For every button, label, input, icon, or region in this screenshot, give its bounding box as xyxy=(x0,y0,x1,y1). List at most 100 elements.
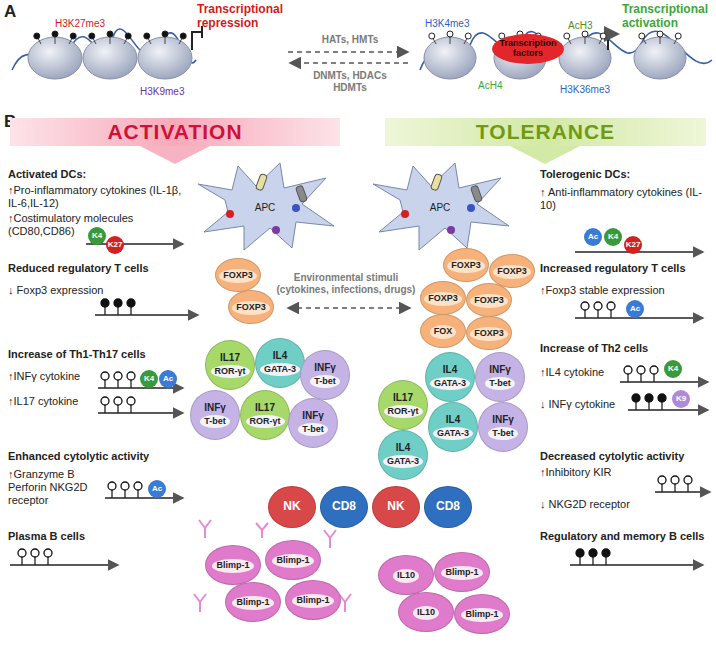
label: Transcriptional activation xyxy=(622,2,714,31)
b-cell: Blimp-1 xyxy=(454,594,510,634)
cpg-stick xyxy=(674,484,675,492)
node-text: IL4 xyxy=(273,350,287,361)
histone-mark xyxy=(582,31,588,37)
node-text: CD8 xyxy=(436,500,460,513)
th17-cell: IL17ROR-γt xyxy=(205,340,255,390)
b-cell: IL10 xyxy=(378,555,434,595)
cpg-stick xyxy=(117,307,118,315)
cell-marker: ROR-γt xyxy=(384,405,423,419)
label: ↑IL17 cytokine xyxy=(8,395,78,408)
cpg-stick xyxy=(610,310,611,318)
node-text: IL4 xyxy=(446,414,460,425)
histone-mark xyxy=(144,33,150,39)
enzyme-arrows xyxy=(288,307,410,309)
tolerance-banner: TOLERANCE xyxy=(385,118,706,146)
cell-marker: Blimp-1 xyxy=(441,566,482,580)
cpg-site xyxy=(637,366,645,374)
b-cell: Blimp-1 xyxy=(205,545,261,585)
cpg-stick xyxy=(117,405,118,413)
cell-marker: FOXP3 xyxy=(219,269,257,283)
th1-cell: INFγT-bet xyxy=(190,390,240,440)
cd8-cell: CD8 xyxy=(320,486,368,528)
cell-marker: FOXP3 xyxy=(470,294,508,308)
cpg-site xyxy=(44,549,52,557)
cell-marker: FOX xyxy=(430,325,457,339)
apc-label-area: APC xyxy=(248,199,282,215)
b-cell: Blimp-1 xyxy=(225,582,281,622)
th2-cell: IL4GATA-3 xyxy=(255,338,305,388)
dendritic-cell xyxy=(198,163,334,250)
cell-marker: GATA-3 xyxy=(430,377,470,391)
cpg-site xyxy=(650,366,658,374)
node-text: Ac xyxy=(588,233,598,242)
label: H3K27me3 xyxy=(55,18,105,30)
histone-mark xyxy=(70,33,76,39)
node-text: NK xyxy=(283,500,300,513)
histone-mark xyxy=(447,31,453,37)
acetylation-mark: Ac xyxy=(584,228,602,246)
antibodies xyxy=(324,530,336,548)
cpg-site xyxy=(127,372,135,380)
label: Increase of Th1-Th17 cells xyxy=(8,348,146,361)
node-text: IL4 xyxy=(443,364,457,375)
treg-cell: FOXP3 xyxy=(228,290,274,324)
gene-line xyxy=(628,409,708,411)
cell-marker: T-bet xyxy=(485,377,515,391)
cell-marker: GATA-3 xyxy=(260,363,300,377)
cpg-site xyxy=(576,549,584,557)
label: ↑Granzyme B Perforin NKG2D receptor xyxy=(8,468,96,508)
cell-marker: Blimp-1 xyxy=(232,596,273,610)
histone-mark xyxy=(107,31,113,37)
cpg-stick xyxy=(21,557,22,565)
gene-line xyxy=(570,564,703,566)
acetylation-mark: Ac xyxy=(148,480,166,498)
cpg-site xyxy=(101,372,109,380)
node-text: APC xyxy=(255,202,276,213)
cpg-site xyxy=(594,302,602,310)
label: ↑INFγ cytokine xyxy=(8,370,80,383)
enzyme-arrows xyxy=(290,62,408,64)
histone-mark-k27: K27 xyxy=(624,236,642,254)
label: ↓ NKG2D receptor xyxy=(540,498,630,511)
treg-cell: FOXP3 xyxy=(420,281,466,315)
dendritic-cell xyxy=(292,204,300,212)
cell-marker: Blimp-1 xyxy=(461,608,502,622)
cpg-stick xyxy=(104,307,105,315)
antibodies xyxy=(194,594,206,612)
cpg-stick xyxy=(661,402,662,410)
label: HATs, HMTs xyxy=(300,34,400,46)
cpg-stick xyxy=(47,557,48,565)
cell-marker: FOXP3 xyxy=(447,259,485,273)
enzyme-arrows xyxy=(288,52,410,308)
label: H3K36me3 xyxy=(560,84,610,96)
label: ↑Costimulatory molecules (CD80,CD86) xyxy=(8,212,158,238)
node-text: IL17 xyxy=(393,392,413,403)
th17-cell: IL17ROR-γt xyxy=(378,380,428,430)
cell-marker: Blimp-1 xyxy=(212,559,253,573)
cpg-stick xyxy=(130,307,131,315)
cd8-cell: CD8 xyxy=(424,486,472,528)
node-text: CD8 xyxy=(332,500,356,513)
b-cell: IL10 xyxy=(398,592,454,632)
label: Transcriptional repression xyxy=(197,2,292,31)
cpg-site xyxy=(658,394,666,402)
cpg-stick xyxy=(117,380,118,388)
cell-marker: T-bet xyxy=(298,423,328,437)
label: H3K4me3 xyxy=(425,18,469,30)
dendritic-cell xyxy=(226,210,234,218)
node-text: Ac xyxy=(630,305,640,314)
cpg-site xyxy=(632,394,640,402)
th1-cell: INFγT-bet xyxy=(475,352,525,402)
acetylation-mark: Ac xyxy=(626,300,644,318)
treg-cell: FOXP3 xyxy=(466,283,512,317)
treg-cell: FOXP3 xyxy=(443,248,489,282)
node-text: Ac xyxy=(163,375,173,384)
label: ↓ INFγ cytokine xyxy=(540,398,615,411)
cpg-site xyxy=(684,476,692,484)
cell-marker: ROR-γt xyxy=(211,365,250,379)
histone-mark xyxy=(600,33,606,39)
histone-mark-k4: K4 xyxy=(140,370,158,388)
treg-cell: FOXP3 xyxy=(466,316,512,350)
node-text: INFγ xyxy=(489,364,511,375)
node-text: IL4 xyxy=(396,442,410,453)
